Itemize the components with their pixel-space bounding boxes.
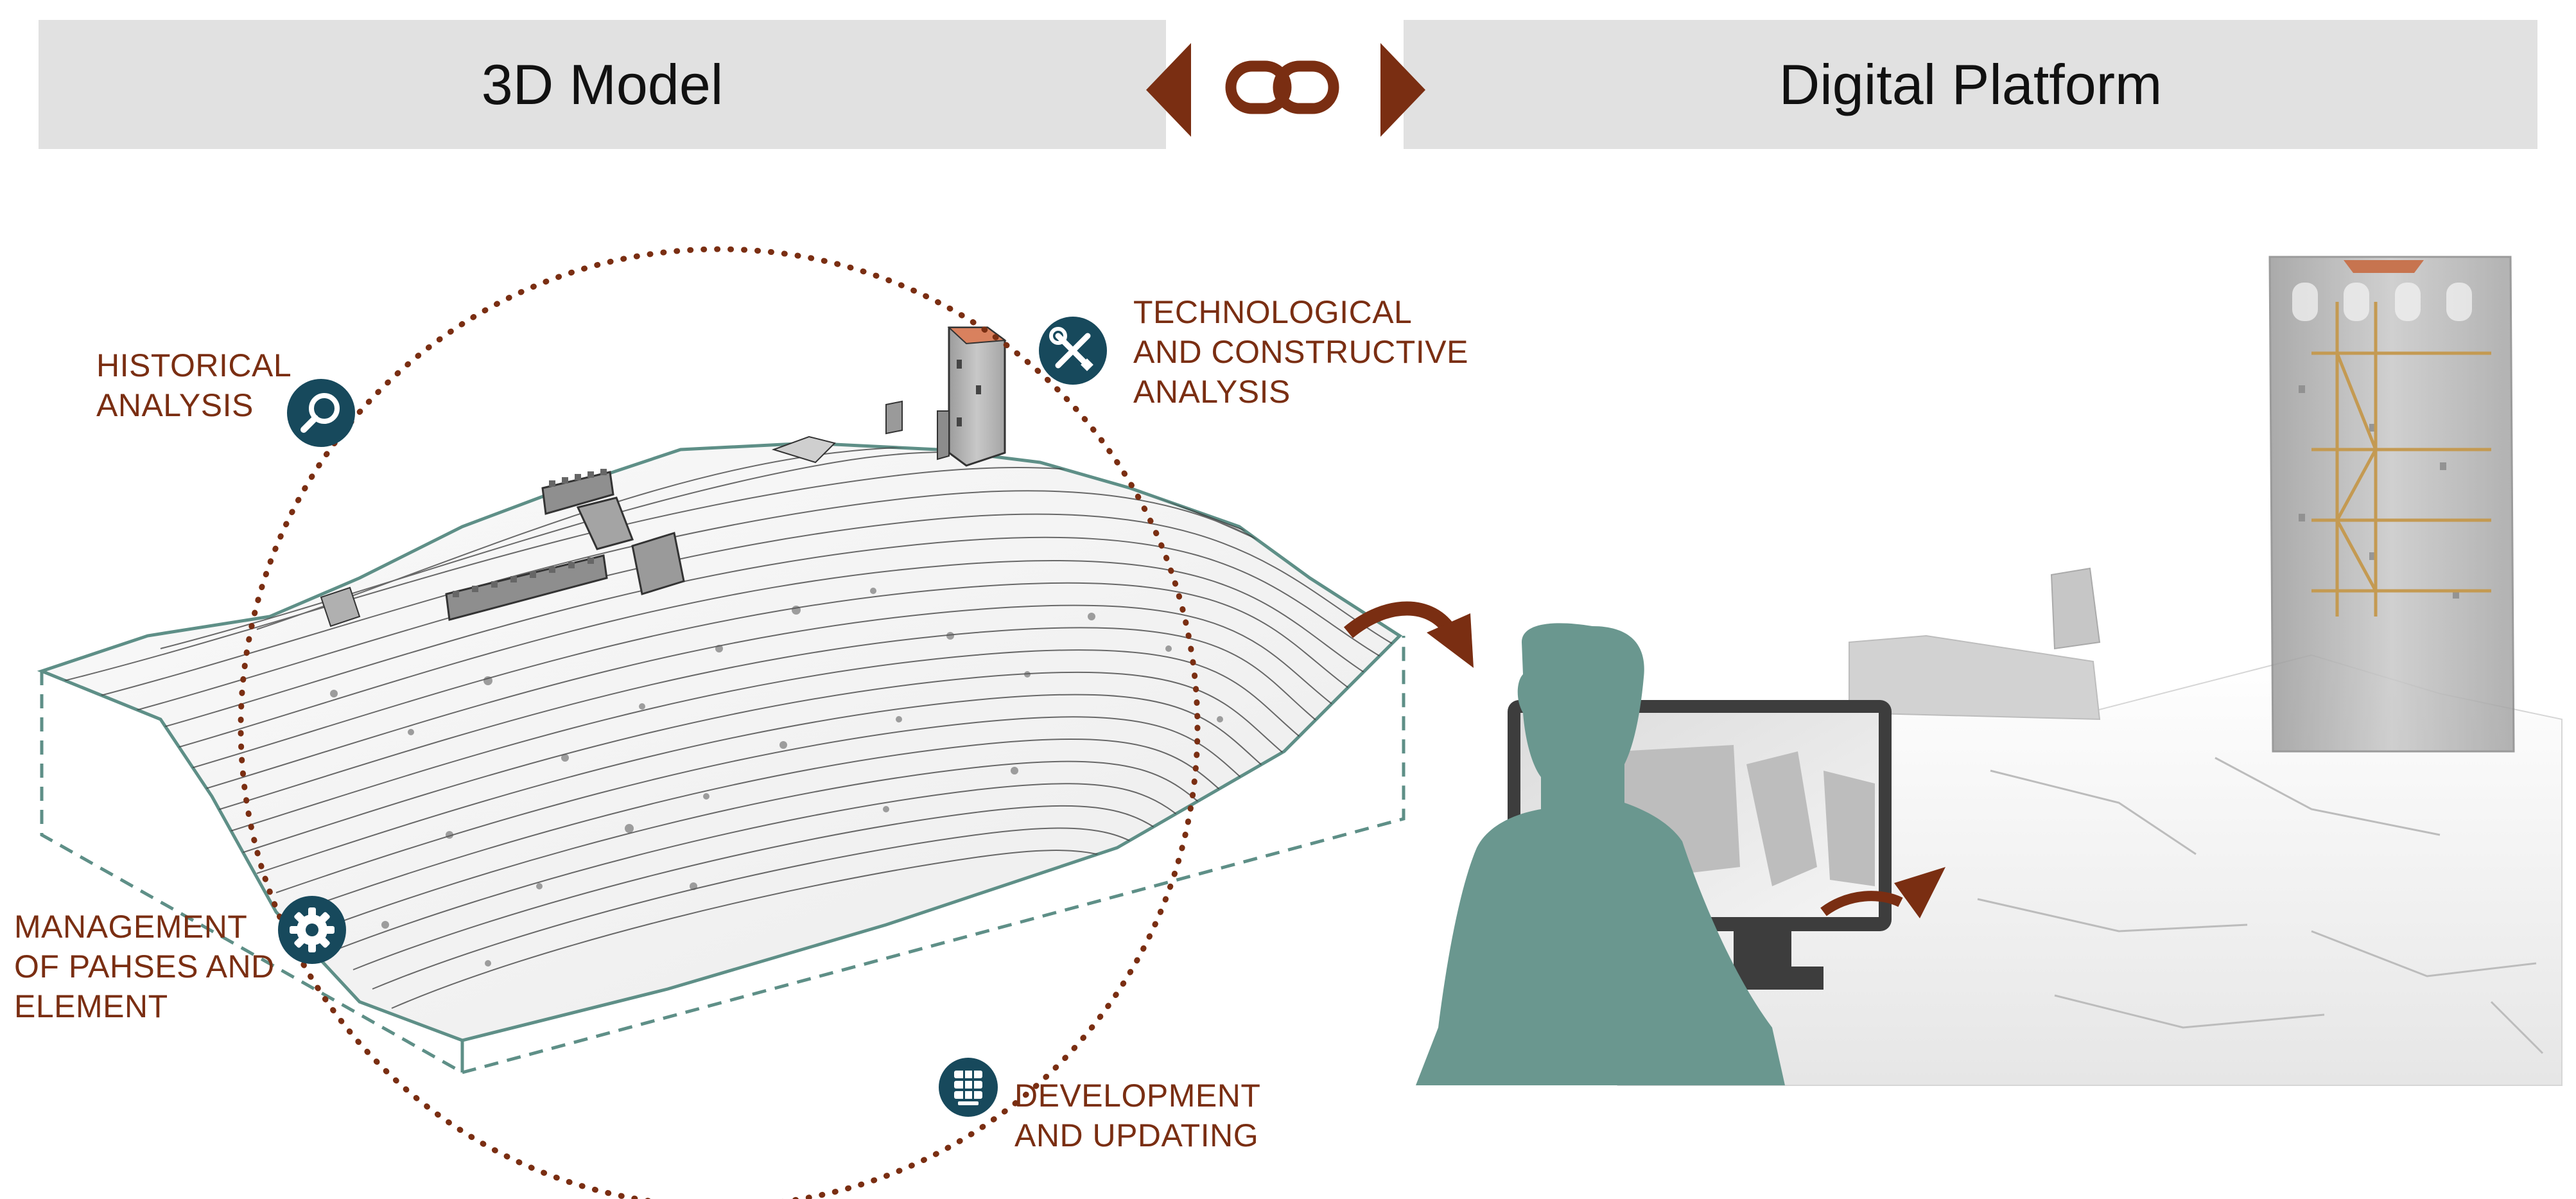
terrain-box (40, 636, 1405, 1074)
gear-icon (290, 907, 335, 952)
header-3d-model: 3D Model (39, 20, 1166, 149)
digital-platform-scene (1416, 256, 2563, 1086)
label-technological-line-3: ANALYSIS (1133, 374, 1291, 410)
label-historical-analysis: HISTORICAL ANALYSIS (96, 346, 292, 425)
header-digital-platform-title: Digital Platform (1779, 52, 2163, 116)
label-historical-line-2: ANALYSIS (96, 387, 254, 423)
label-management-line-1: MANAGEMENT (14, 909, 248, 945)
chain-link-icon (1225, 60, 1339, 114)
label-development-line-1: DEVELOPMENT (1014, 1078, 1261, 1114)
link-arrows (1146, 43, 1425, 137)
arrow-right-icon (1380, 43, 1425, 137)
label-development: DEVELOPMENT AND UPDATING (1014, 1076, 1260, 1155)
castle-ruins (320, 326, 1007, 627)
tools-badge (1039, 317, 1107, 385)
label-technological-line-2: AND CONSTRUCTIVE (1133, 334, 1468, 370)
database-badge (939, 1058, 998, 1117)
header-digital-platform: Digital Platform (1404, 20, 2537, 149)
cycle-dotted-circle (238, 246, 1201, 1199)
database-icon (954, 1071, 982, 1105)
label-historical-line-1: HISTORICAL (96, 347, 292, 383)
magnifier-badge (287, 379, 355, 447)
label-development-line-2: AND UPDATING (1014, 1117, 1259, 1153)
label-technological-line-1: TECHNOLOGICAL (1133, 294, 1413, 330)
wrench-screwdriver-icon (1049, 327, 1093, 371)
label-technological-analysis: TECHNOLOGICAL AND CONSTRUCTIVE ANALYSIS (1133, 292, 1468, 412)
header-3d-model-title: 3D Model (481, 52, 724, 116)
person-silhouette (1416, 623, 1785, 1085)
magnifier-icon (300, 393, 340, 433)
label-management-line-2: OF PAHSES AND (14, 949, 275, 985)
arrow-left-icon (1146, 43, 1191, 137)
transfer-arrow-icon (1343, 601, 1474, 668)
label-management: MANAGEMENT OF PAHSES AND ELEMENT (14, 907, 275, 1026)
label-management-line-3: ELEMENT (14, 988, 168, 1024)
gear-badge (278, 896, 346, 964)
